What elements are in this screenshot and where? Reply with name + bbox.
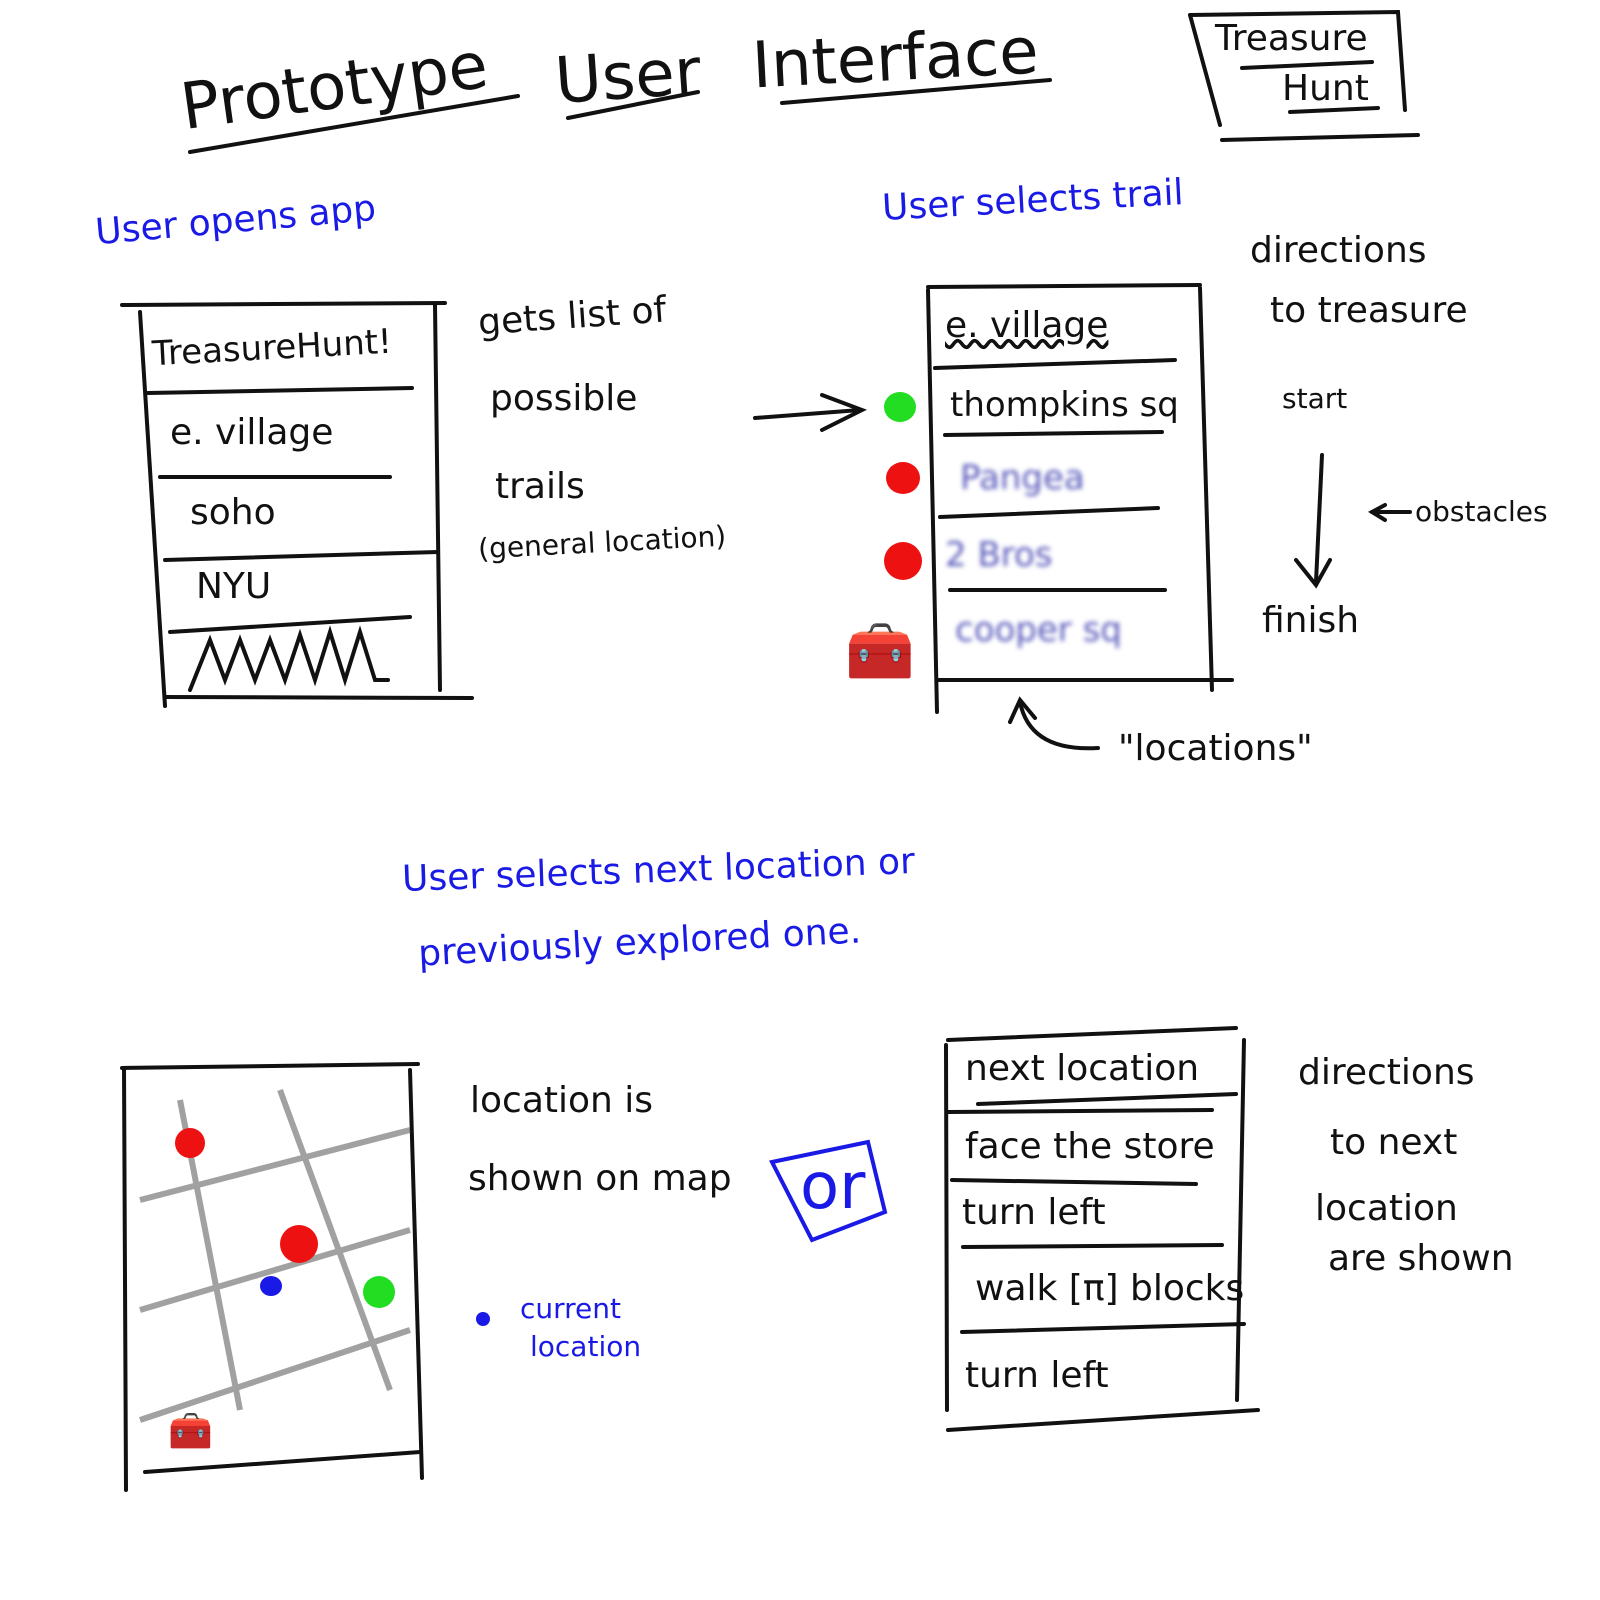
logo-line: Treasure xyxy=(1215,18,1368,59)
finish-label: finish xyxy=(1262,600,1360,641)
note-line: possible xyxy=(490,378,638,419)
start-label: start xyxy=(1282,382,1348,415)
obstacles-label: obstacles xyxy=(1415,495,1548,528)
direction-step[interactable]: walk [π] blocks xyxy=(975,1268,1245,1309)
direction-step[interactable]: turn left xyxy=(962,1192,1106,1233)
side-note: to next xyxy=(1330,1122,1458,1163)
current-location-legend-icon xyxy=(476,1312,490,1326)
side-note: are shown xyxy=(1328,1238,1514,1279)
location-item[interactable]: 2 Bros xyxy=(945,535,1053,575)
direction-step[interactable]: turn left xyxy=(965,1355,1109,1396)
or-label: or xyxy=(800,1150,866,1224)
legend-label: location xyxy=(530,1330,642,1363)
note-line: trails xyxy=(495,466,585,507)
obstacle-marker-icon[interactable] xyxy=(280,1225,318,1263)
title-word: User xyxy=(552,35,704,119)
obstacle-marker-icon[interactable] xyxy=(175,1128,205,1158)
legend-label: current xyxy=(520,1292,622,1325)
side-note: to treasure xyxy=(1270,290,1468,331)
start-marker-icon[interactable] xyxy=(363,1276,395,1308)
direction-step[interactable]: face the store xyxy=(965,1126,1215,1167)
location-item[interactable]: cooper sq xyxy=(955,610,1122,650)
trail-item[interactable]: soho xyxy=(190,492,276,533)
trail-item[interactable]: NYU xyxy=(196,566,272,607)
treasure-chest-icon: 🧰 xyxy=(845,619,915,684)
current-location-icon xyxy=(260,1276,282,1296)
obstacle-marker-icon xyxy=(886,462,920,494)
side-note: directions xyxy=(1250,230,1427,271)
map-note: location is xyxy=(470,1080,654,1121)
directions-title: next location xyxy=(965,1048,1200,1089)
side-note: directions xyxy=(1298,1052,1475,1093)
trail-title: e. village xyxy=(945,305,1109,346)
location-item[interactable]: Pangea xyxy=(960,458,1085,498)
locations-label: "locations" xyxy=(1118,728,1313,769)
start-marker-icon xyxy=(884,392,916,422)
obstacle-marker-icon xyxy=(884,542,922,580)
location-item[interactable]: thompkins sq xyxy=(950,385,1179,425)
map-note: shown on map xyxy=(468,1158,732,1199)
title-word: Interface xyxy=(750,14,1041,104)
side-note: location xyxy=(1315,1188,1458,1229)
trail-item[interactable]: e. village xyxy=(170,412,334,453)
treasure-chest-icon: 🧰 xyxy=(168,1411,213,1452)
logo-line: Hunt xyxy=(1282,68,1369,109)
